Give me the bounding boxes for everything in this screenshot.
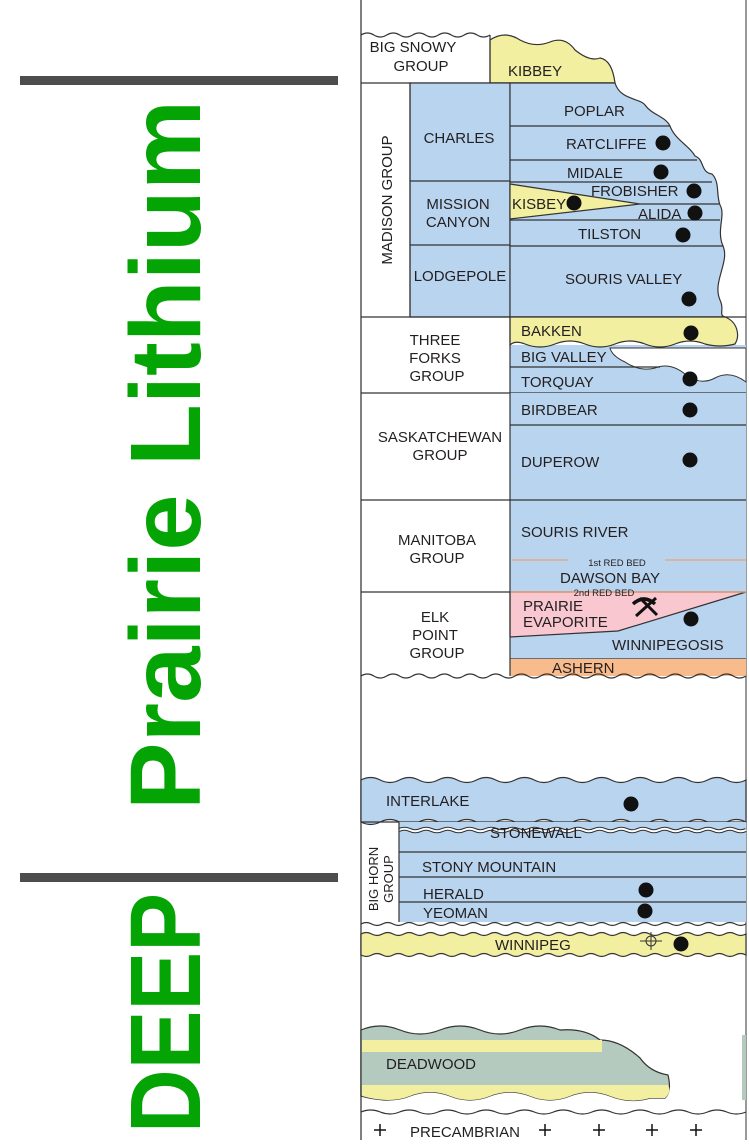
label-2nd-red-bed: 2nd RED BED: [574, 588, 635, 599]
label-herald: HERALD: [423, 886, 484, 903]
oil-production-dots: [566, 135, 703, 952]
unit-winnipeg: [360, 931, 747, 958]
oil-dot-icon: [653, 164, 669, 180]
label-ashern: ASHERN: [552, 660, 615, 677]
brand-deep: DEEP: [110, 893, 222, 1133]
label-1st-red-bed: 1st RED BED: [588, 558, 646, 569]
divider-bar-bottom: [20, 873, 338, 882]
oil-dot-icon: [675, 227, 691, 243]
unit-kibbey: [489, 34, 616, 84]
label-precambrian: PRECAMBRIAN: [410, 1124, 520, 1141]
label-souris-valley: SOURIS VALLEY: [565, 271, 682, 288]
label-frobisher: FROBISHER: [591, 183, 679, 200]
pickaxe-icon: [631, 596, 659, 618]
label-duperow: DUPEROW: [521, 454, 600, 471]
unconformity-big-horn: [360, 921, 747, 927]
label-winnipeg: WINNIPEG: [495, 937, 571, 954]
label-alida: ALIDA: [638, 206, 681, 223]
label-dawson-bay: DAWSON BAY: [560, 570, 660, 587]
oil-dot-icon: [683, 325, 699, 341]
brand-prairie-lithium: Prairie Lithium: [110, 100, 222, 810]
label-interlake: INTERLAKE: [386, 793, 469, 810]
label-bakken: BAKKEN: [521, 323, 582, 340]
label-souris-river: SOURIS RIVER: [521, 524, 629, 541]
label-stony-mountain: STONY MOUNTAIN: [422, 859, 556, 876]
oil-dot-icon: [681, 291, 697, 307]
oil-dot-icon: [673, 936, 689, 952]
oil-dot-icon: [687, 205, 703, 221]
oil-dot-icon: [682, 452, 698, 468]
label-stonewall: STONEWALL: [490, 825, 582, 842]
label-lodgepole: LODGEPOLE: [414, 268, 507, 285]
oil-dot-icon: [686, 183, 702, 199]
oil-dot-icon: [683, 611, 699, 627]
label-birdbear: BIRDBEAR: [521, 402, 598, 419]
label-big-horn-group: BIG HORNGROUP: [366, 847, 396, 911]
oil-dot-icon: [638, 882, 654, 898]
unconformity-big-snowy: [360, 32, 491, 38]
label-kisbey: KISBEY: [512, 196, 566, 213]
oil-dot-icon: [637, 903, 653, 919]
unit-ashern: [510, 659, 746, 676]
divider-bar-top: [20, 76, 338, 85]
gas-show-icon: [640, 932, 662, 950]
label-tilston: TILSTON: [578, 226, 641, 243]
unit-big-horn: [399, 822, 746, 922]
label-torquay: TORQUAY: [521, 374, 594, 391]
label-midale: MIDALE: [567, 165, 623, 182]
label-kibbey: KIBBEY: [508, 63, 562, 80]
label-poplar: POPLAR: [564, 103, 625, 120]
label-deadwood: DEADWOOD: [386, 1056, 476, 1073]
label-ratcliffe: RATCLIFFE: [566, 136, 647, 153]
label-winnipegosis: WINNIPEGOSIS: [612, 637, 724, 654]
oil-dot-icon: [623, 796, 639, 812]
oil-dot-icon: [655, 135, 671, 151]
oil-dot-icon: [682, 371, 698, 387]
oil-dot-icon: [682, 402, 698, 418]
precambrian-basement-crosses: [374, 1124, 702, 1136]
label-charles: CHARLES: [424, 130, 495, 147]
unit-madison-subdivisions: [409, 82, 511, 318]
label-yeoman: YEOMAN: [423, 905, 488, 922]
unit-bakken: [509, 316, 739, 348]
label-madison-group: MADISON GROUP: [379, 135, 396, 264]
unconformity-precambrian: [360, 1109, 747, 1115]
label-big-valley: BIG VALLEY: [521, 349, 607, 366]
oil-dot-icon: [566, 195, 582, 211]
